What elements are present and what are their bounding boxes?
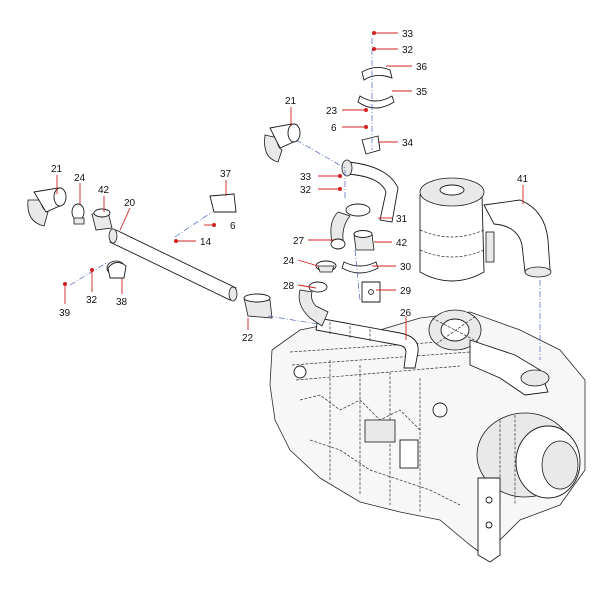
callout-23: 23 [326,106,338,117]
callout-32-mid: 32 [300,185,312,196]
bracket-36 [361,67,393,81]
callout-20: 20 [124,198,136,209]
callout-14: 14 [200,237,212,248]
callout-42-right: 42 [396,238,408,249]
callout-6-top: 6 [331,123,337,134]
pipe-20 [108,228,238,302]
callout-41: 41 [517,174,529,185]
callout-27: 27 [293,236,305,247]
assembly-centerlines [69,38,541,360]
bracket-29 [361,281,381,303]
coupler-42-right [353,230,375,251]
intake-pipe-26 [315,317,419,369]
callout-24-mid: 24 [283,256,295,267]
callout-22: 22 [242,333,254,344]
air-filter-41 [419,177,552,282]
elbow-21-right [264,123,301,163]
hardware-dots [63,31,376,286]
callout-36: 36 [416,62,428,73]
curved-pipe-31 [341,159,399,223]
callout-leaders [56,32,524,340]
callout-labels: 33 32 36 35 21 23 6 34 21 24 42 37 20 6 … [51,29,529,344]
callout-32-left: 32 [86,295,98,306]
callout-34: 34 [402,138,414,149]
callout-21-right: 21 [285,96,297,107]
callout-31: 31 [396,214,408,225]
callout-24-left: 24 [74,173,86,184]
callout-21-left: 21 [51,164,63,175]
callout-28: 28 [283,281,295,292]
callout-30: 30 [400,262,412,273]
engine-block [269,309,586,563]
callout-33-top: 33 [402,29,414,40]
bracket-35 [357,95,395,109]
coupler-42-left [91,208,113,231]
hose-27 [330,203,371,250]
callout-26: 26 [400,308,412,319]
callout-29: 29 [400,286,412,297]
callout-32-top: 32 [402,45,414,56]
bracket-34 [361,135,381,155]
elbow-21-left [27,187,67,227]
clamp-24-middle [315,260,337,273]
clamp-24-left [71,203,85,225]
coupler-22 [243,293,273,319]
elbow-hose-28 [298,281,329,327]
callout-42-left: 42 [98,185,110,196]
bracket-30 [341,261,379,274]
bracket-37 [209,193,237,213]
callout-39: 39 [59,308,71,319]
callout-38: 38 [116,297,128,308]
callout-33-mid: 33 [300,172,312,183]
callout-37: 37 [220,169,232,180]
callout-6-left: 6 [230,221,236,232]
callout-35: 35 [416,87,428,98]
clamp-38 [106,260,127,279]
